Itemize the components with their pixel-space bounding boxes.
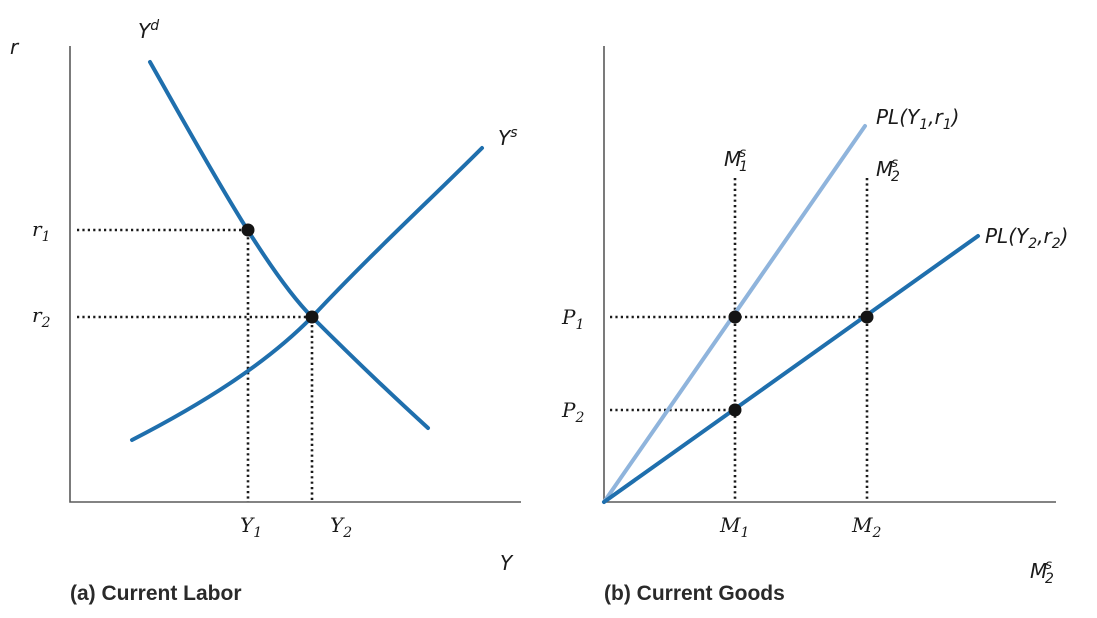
m2-label: M2 (851, 513, 881, 541)
mx-main: M (1030, 559, 1047, 583)
p1-main: P (561, 305, 576, 329)
r1-sub: 1 (42, 229, 51, 245)
pl-y2-r2-line (602, 234, 980, 504)
panel-b-caption: (b) Current Goods (604, 582, 785, 605)
r1-main: r (32, 217, 43, 241)
point-m1-p2 (728, 403, 742, 417)
point-m2-p1 (860, 310, 874, 324)
ys-curve-label: Ys (498, 125, 518, 150)
y2-label: Y2 (330, 513, 352, 541)
m2s-sub: 2 (891, 169, 900, 185)
panel-a: r Y Yd Ys r1 r2 Y1 Y2 (a) Current Labor (10, 18, 521, 605)
panel-a-y-axis-label: r (10, 35, 20, 59)
panel-a-x-axis-label: Y (500, 551, 514, 575)
m1-sub: 1 (740, 525, 749, 541)
p1-sub: 1 (575, 317, 584, 333)
pl1-prefix: PL(Y (876, 105, 921, 129)
pl2-prefix: PL(Y (985, 224, 1030, 248)
r2-sub: 2 (41, 315, 51, 331)
pl1-suffix: ) (950, 105, 960, 129)
m1s-sup: s (739, 146, 746, 161)
m1s-sub: 1 (739, 159, 748, 175)
y1-main: Y (240, 513, 255, 537)
pl1-mid: ,r (928, 105, 944, 129)
point-m1-p1 (728, 310, 742, 324)
m2s-main: M (876, 157, 893, 181)
supply-curve-ys (130, 146, 484, 442)
point-y1-r1 (241, 223, 255, 237)
demand-curve-yd (148, 60, 430, 430)
pl2-sub2: 2 (1052, 236, 1061, 252)
r1-guide (77, 228, 250, 502)
r2-label: r2 (32, 303, 51, 331)
r1-label: r1 (32, 217, 50, 245)
panel-a-axes (69, 46, 521, 503)
p2-label: P2 (561, 398, 584, 426)
yd-curve-label: Yd (138, 18, 159, 43)
ys-main: Y (498, 126, 512, 150)
pl1-sub1: 1 (919, 117, 928, 133)
y2-sub: 2 (342, 525, 352, 541)
m1s-main: M (724, 147, 741, 171)
m2-main: M (851, 513, 873, 537)
y1-label: Y1 (240, 513, 262, 541)
r2-guide (77, 315, 314, 502)
panel-a-caption: (a) Current Labor (70, 582, 242, 605)
y1-sub: 1 (253, 525, 262, 541)
m1-main: M (719, 513, 741, 537)
yd-sup: d (150, 18, 159, 34)
ys-sup: s (510, 125, 517, 141)
pl-y1-r1-label: PL(Y1,r1) (876, 105, 959, 133)
pl2-sub1: 2 (1028, 236, 1037, 252)
pl2-mid: ,r (1037, 224, 1053, 248)
m2-sub: 2 (871, 525, 881, 541)
point-y2-r2 (305, 310, 319, 324)
m2s-sup: s (891, 156, 898, 171)
r2-main: r (32, 303, 43, 327)
yd-main: Y (138, 19, 152, 43)
mx-sup: s (1045, 558, 1052, 573)
p2-main: P (561, 398, 576, 422)
y2-main: Y (330, 513, 345, 537)
mx-sub: 2 (1045, 571, 1054, 587)
p2-sub: 2 (574, 410, 584, 426)
pl2-suffix: ) (1059, 224, 1069, 248)
m1-label: M1 (719, 513, 749, 541)
pl-y2-r2-label: PL(Y2,r2) (985, 224, 1068, 252)
p1-label: P1 (561, 305, 584, 333)
panel-b-axes (603, 46, 1056, 503)
pl1-sub2: 1 (943, 117, 952, 133)
